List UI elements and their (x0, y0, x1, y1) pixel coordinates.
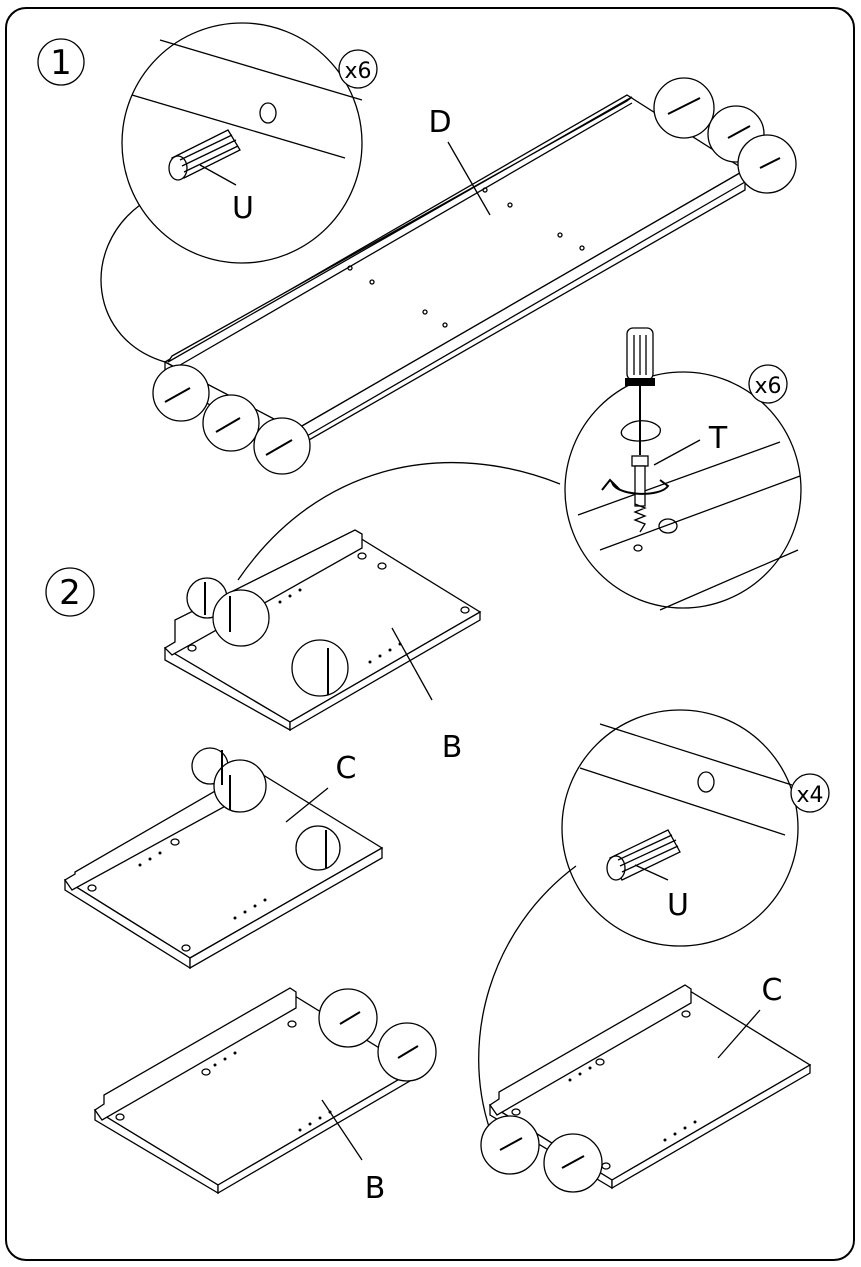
part-label-c-right: C (762, 973, 783, 1008)
dowel-icon (168, 129, 241, 181)
page-frame (5, 7, 855, 1261)
dowel-callout-1: U (100, 22, 363, 363)
part-label-d: D (428, 105, 451, 140)
dowel-markers-d (152, 77, 797, 475)
leader-d (447, 141, 491, 216)
screwdriver-icon (625, 327, 655, 455)
step-1-number: 1 (50, 43, 72, 83)
step-1-badge (37, 38, 85, 86)
screw-callout: T (237, 327, 802, 611)
multiplier-badge-3 (790, 773, 830, 813)
panel-c-mid (63, 767, 384, 970)
multiplier-badge-2 (748, 364, 788, 404)
screw-marker-b-3 (291, 639, 349, 697)
rotation-arrow-icon (601, 478, 670, 495)
dowel-marker-b-1 (318, 988, 378, 1048)
multiplier-3: x4 (796, 783, 823, 808)
multiplier-1: x6 (344, 59, 371, 84)
panel-b-top (163, 529, 482, 732)
part-label-b-bottom: B (365, 1171, 386, 1206)
screw-icon (631, 455, 649, 533)
screw-marker-c-3 (295, 825, 341, 871)
part-label-t: T (708, 421, 728, 456)
part-label-u-1: U (232, 191, 254, 226)
part-label-c-mid: C (336, 751, 357, 786)
dowel-callout-2: U (478, 709, 799, 1131)
part-label-u-2: U (667, 888, 689, 923)
step-2-number: 2 (59, 573, 81, 613)
multiplier-2: x6 (754, 374, 781, 399)
screw-marker-c-2 (213, 759, 267, 813)
step-2-badge (45, 567, 95, 617)
screw-marker-b-2 (212, 589, 270, 647)
part-label-b-top: B (442, 730, 463, 765)
panel-c-right (488, 984, 812, 1190)
multiplier-badge-1 (338, 49, 378, 89)
dowel-icon (606, 829, 681, 881)
